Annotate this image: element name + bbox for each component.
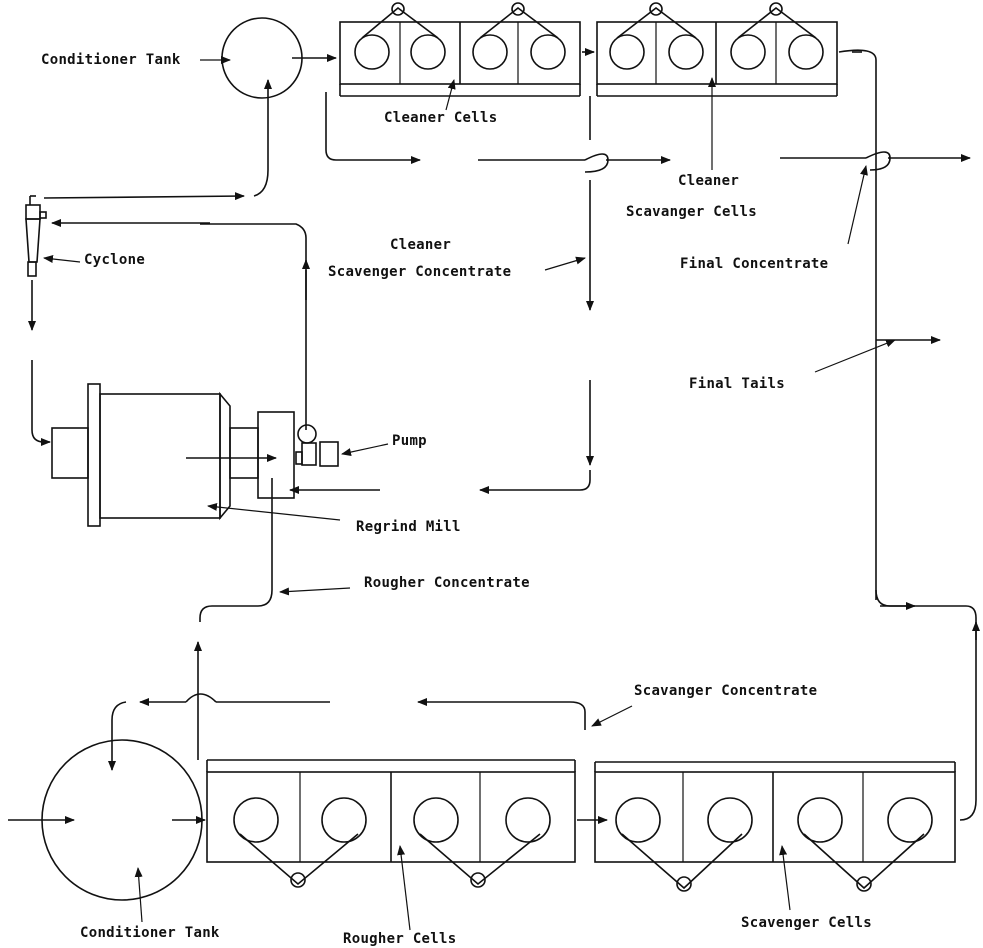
rougher-cell-1	[233, 797, 367, 888]
cyclone-flows	[28, 79, 310, 446]
label-cleaner-cells: Cleaner Cells	[384, 110, 498, 126]
cleaner-scavanger-cell-2	[730, 2, 824, 70]
pump	[295, 424, 389, 467]
scavenger-cell-2	[797, 797, 933, 892]
conditioner-tank-bottom	[8, 739, 206, 923]
rougher-cells-bank	[206, 759, 576, 931]
top-flow-lines	[289, 48, 971, 600]
label-cleaner-scavanger-cells-line2: Scavanger Cells	[626, 204, 757, 220]
cleaner-cells-bank	[339, 2, 581, 97]
label-pointers	[200, 56, 716, 170]
cleaner-cell-1	[354, 2, 446, 70]
label-final-tails: Final Tails	[689, 376, 786, 392]
label-final-concentrate: Final Concentrate	[680, 256, 829, 272]
label-rougher-cells: Rougher Cells	[343, 931, 457, 947]
label-cleaner-scavenger-concentrate-line1: Cleaner	[390, 237, 452, 253]
regrind-mill	[51, 383, 341, 527]
rougher-cell-2	[413, 797, 551, 888]
cyclone	[25, 195, 47, 277]
label-scavanger-concentrate: Scavanger Concentrate	[634, 683, 818, 699]
label-conditioner-tank-bottom: Conditioner Tank	[80, 925, 220, 941]
cleaner-scavanger-cell-1	[609, 2, 704, 70]
cleaner-scavanger-cells-bank	[596, 2, 838, 97]
label-conditioner-tank-top: Conditioner Tank	[41, 52, 181, 68]
cleaner-cell-2	[472, 2, 566, 70]
scavanger-concentrate-line	[108, 693, 633, 771]
scavenger-cell-1	[615, 797, 753, 892]
label-regrind-mill: Regrind Mill	[356, 519, 461, 535]
label-cyclone: Cyclone	[84, 252, 146, 268]
label-scavenger-cells: Scavenger Cells	[741, 915, 872, 931]
conditioner-tank-top	[221, 17, 303, 99]
label-rougher-concentrate: Rougher Concentrate	[364, 575, 530, 591]
scavenger-cells-bank	[577, 761, 956, 911]
label-cleaner-scavenger-concentrate-line2: Scavenger Concentrate	[328, 264, 512, 280]
right-loop	[875, 589, 980, 821]
label-pump: Pump	[392, 433, 427, 449]
label-cleaner-scavanger-cells-line1: Cleaner	[678, 173, 740, 189]
rougher-concentrate-line	[194, 478, 351, 760]
